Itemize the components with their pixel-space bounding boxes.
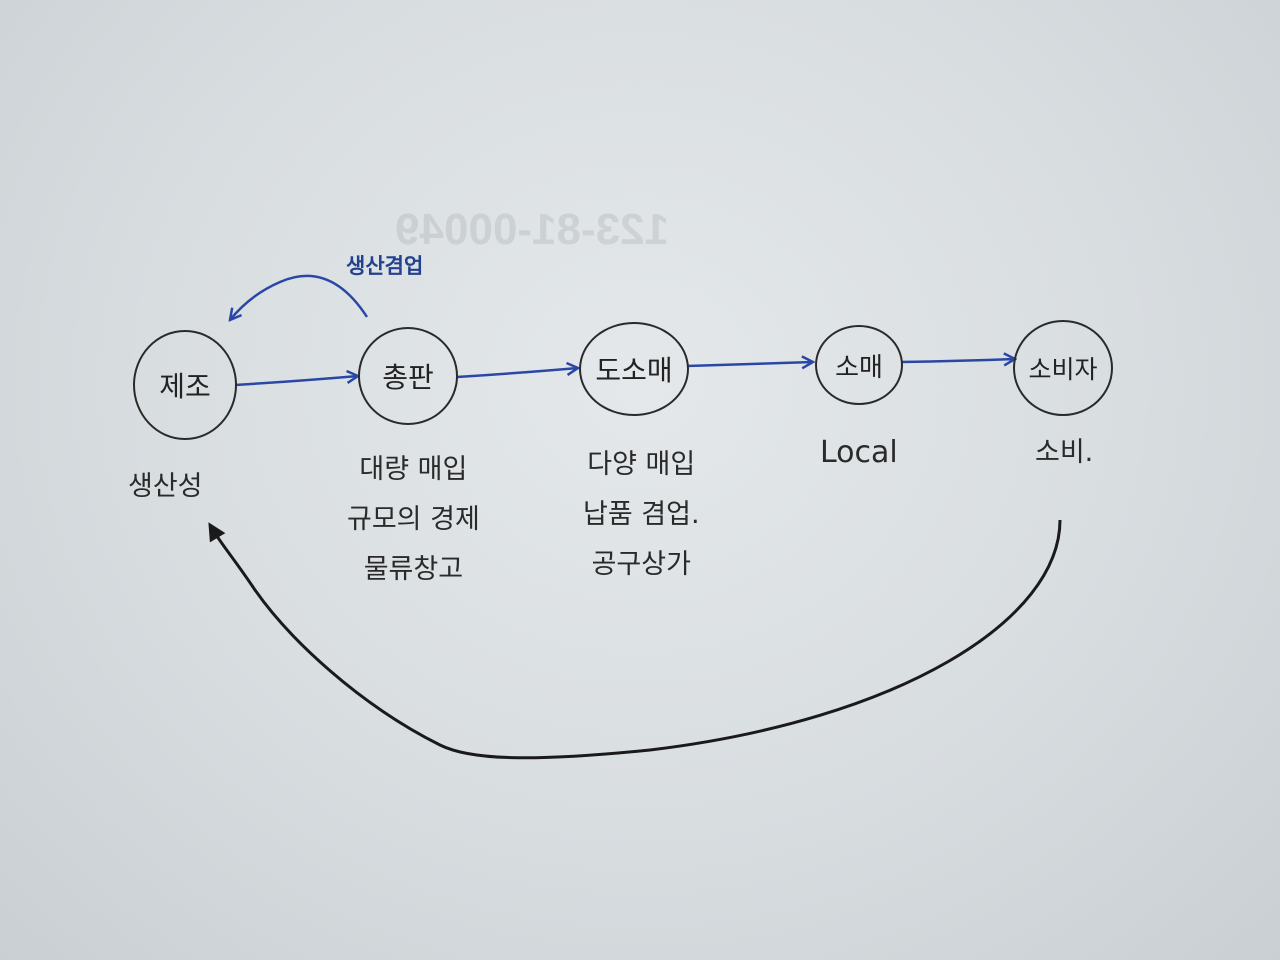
- description-line: 소비.: [1035, 437, 1094, 468]
- edge-distributor-retail: [686, 362, 813, 366]
- node-label: 도소매: [595, 354, 673, 387]
- node-label: 소매: [835, 352, 883, 383]
- edge-retail-consumer: [900, 359, 1015, 362]
- description-line: Local: [820, 435, 898, 470]
- description-line: 규모의 경제: [347, 504, 480, 535]
- edge-wholesale-distributor: [456, 368, 578, 379]
- edge-manufacture-wholesale: [234, 376, 358, 387]
- description-consumer: 소비.: [1035, 428, 1093, 478]
- node-label: 총판: [382, 361, 434, 394]
- description-line: 대량 매입: [359, 454, 468, 485]
- description-line: 공구상가: [591, 549, 691, 580]
- description-wholesale: 대량 매입 규모의 경제 물류창고: [347, 445, 480, 595]
- node-wholesale: 총판: [358, 327, 458, 425]
- node-manufacture: 제조: [133, 330, 237, 440]
- node-distributor: 도소매: [579, 322, 689, 416]
- node-retail: 소매: [815, 325, 903, 405]
- edge-consumer-manufacture-loop: [208, 519, 1062, 760]
- description-line: 다양 매입: [587, 449, 696, 480]
- description-line: 납품 겸업.: [583, 499, 700, 530]
- description-retail: Local: [820, 428, 898, 478]
- description-manufacture: 생산성: [128, 462, 203, 512]
- description-line: 생산성: [128, 471, 203, 502]
- node-label: 제조: [159, 370, 211, 403]
- description-distributor: 다양 매입 납품 겸업. 공구상가: [583, 440, 700, 590]
- edge-wholesale-manufacture-curve: [230, 274, 369, 320]
- node-label: 소비자: [1028, 355, 1098, 384]
- description-line: 물류창고: [363, 554, 464, 585]
- edge-label-production-concurrent: 생산겸업: [346, 254, 424, 278]
- node-consumer: 소비자: [1013, 320, 1113, 416]
